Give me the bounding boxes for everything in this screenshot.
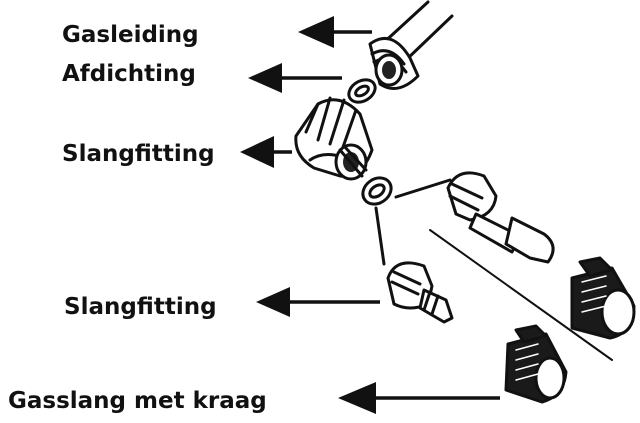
label-slangfitting-top: Slangfitting <box>62 141 215 167</box>
label-slangfitting-bottom: Slangfitting <box>64 294 217 320</box>
arrow-afdichting <box>248 63 342 93</box>
sealing-ring-middle <box>361 176 393 206</box>
threaded-cap-lower <box>504 324 568 404</box>
label-gasslang-met-kraag: Gasslang met kraag <box>8 388 267 414</box>
gas-pipe <box>368 0 454 90</box>
arrow-gasslang <box>338 382 500 414</box>
arrow-gasleiding <box>298 16 372 48</box>
connector-line-down <box>374 206 386 266</box>
label-afdichting: Afdichting <box>62 61 196 87</box>
straight-fitting <box>446 171 555 264</box>
divider-line <box>429 229 613 361</box>
label-gasleiding: Gasleiding <box>62 22 199 48</box>
connector-line-right <box>394 178 452 199</box>
arrow-slangfitting-bottom <box>256 287 380 317</box>
elbow-fitting <box>294 96 374 181</box>
sealing-ring-top <box>347 78 377 104</box>
barb-fitting <box>386 261 454 324</box>
arrow-slangfitting-top <box>240 136 292 168</box>
threaded-cap-upper <box>570 256 636 340</box>
